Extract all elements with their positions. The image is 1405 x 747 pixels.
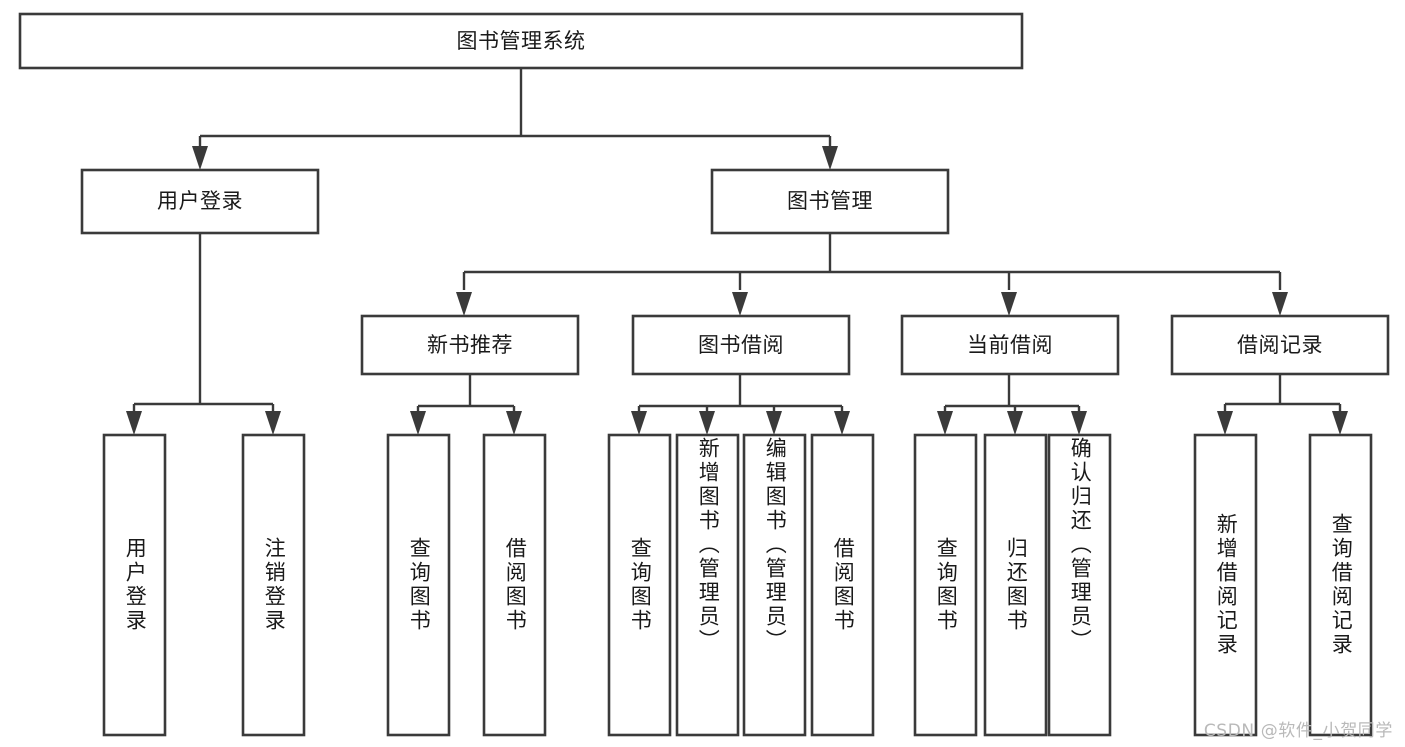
node-book-manage-box[interactable]: [710, 168, 950, 235]
leaf-box-add-book[interactable]: [675, 433, 740, 737]
leaf-box-user-logout[interactable]: [241, 433, 306, 737]
arrow-head-leaf-borrow-book-1: [506, 411, 522, 435]
leaf-box-layer: [102, 433, 1373, 737]
leaf-box-query-book-1[interactable]: [386, 433, 451, 737]
node-book-manage[interactable]: 图书管理: [710, 168, 950, 235]
leaf-box-user-login[interactable]: [102, 433, 167, 737]
leaf-box-edit-book[interactable]: [742, 433, 807, 737]
arrow-head-leaf-return-book: [1007, 411, 1023, 435]
node-new-book-recommend[interactable]: 新书推荐: [360, 314, 580, 376]
leaf-box-query-record[interactable]: [1308, 433, 1373, 737]
arrow-head-current-borrow: [1001, 292, 1017, 316]
arrow-head-book-borrow: [732, 292, 748, 316]
node-user-login-label: 用户登录: [157, 189, 243, 213]
arrow-head-leaf-edit-book: [766, 411, 782, 435]
leaf-box-borrow-book-2[interactable]: [810, 433, 875, 737]
arrow-head-leaf-query-record: [1332, 411, 1348, 435]
node-current-borrow-box[interactable]: [900, 314, 1120, 376]
node-root-box[interactable]: [18, 12, 1024, 70]
node-book-borrow-box[interactable]: [631, 314, 851, 376]
node-root-label: 图书管理系统: [457, 29, 586, 53]
node-new-book-recommend-box[interactable]: [360, 314, 580, 376]
arrow-head-leaf-add-book: [699, 411, 715, 435]
node-borrow-record-box[interactable]: [1170, 314, 1390, 376]
arrow-head-leaf-user-logout: [265, 411, 281, 435]
leaf-box-return-book[interactable]: [983, 433, 1048, 737]
node-current-borrow[interactable]: 当前借阅: [900, 314, 1120, 376]
arrow-head-leaf-borrow-book-2: [834, 411, 850, 435]
arrow-head-leaf-query-book-1: [410, 411, 426, 435]
node-book-borrow[interactable]: 图书借阅: [631, 314, 851, 376]
leaf-box-confirm-return[interactable]: [1047, 433, 1112, 737]
node-borrow-record-label: 借阅记录: [1237, 333, 1323, 357]
csdn-watermark: CSDN @软件_小贺同学: [1203, 721, 1393, 741]
arrow-head-leaf-user-login: [126, 411, 142, 435]
node-root[interactable]: 图书管理系统: [18, 12, 1024, 70]
node-user-login[interactable]: 用户登录: [80, 168, 320, 235]
leaf-box-query-book-2[interactable]: [607, 433, 672, 737]
node-current-borrow-label: 当前借阅: [967, 333, 1053, 357]
arrow-head-new-book-recommend: [456, 292, 472, 316]
node-book-manage-label: 图书管理: [787, 189, 873, 213]
leaf-box-query-book-3[interactable]: [913, 433, 978, 737]
arrow-head-leaf-query-book-3: [937, 411, 953, 435]
leaf-box-add-record[interactable]: [1193, 433, 1258, 737]
node-book-borrow-label: 图书借阅: [698, 333, 784, 357]
arrow-head-book-manage: [822, 146, 838, 170]
arrow-head-leaf-query-book-2: [631, 411, 647, 435]
arrow-head-leaf-confirm-return: [1071, 411, 1087, 435]
node-user-login-box[interactable]: [80, 168, 320, 235]
node-borrow-record[interactable]: 借阅记录: [1170, 314, 1390, 376]
arrow-head-user-login: [192, 146, 208, 170]
node-new-book-recommend-label: 新书推荐: [427, 333, 513, 357]
leaf-box-borrow-book-1[interactable]: [482, 433, 547, 737]
arrow-head-borrow-record: [1272, 292, 1288, 316]
arrow-head-leaf-add-record: [1217, 411, 1233, 435]
connector-layer: [126, 68, 1348, 435]
